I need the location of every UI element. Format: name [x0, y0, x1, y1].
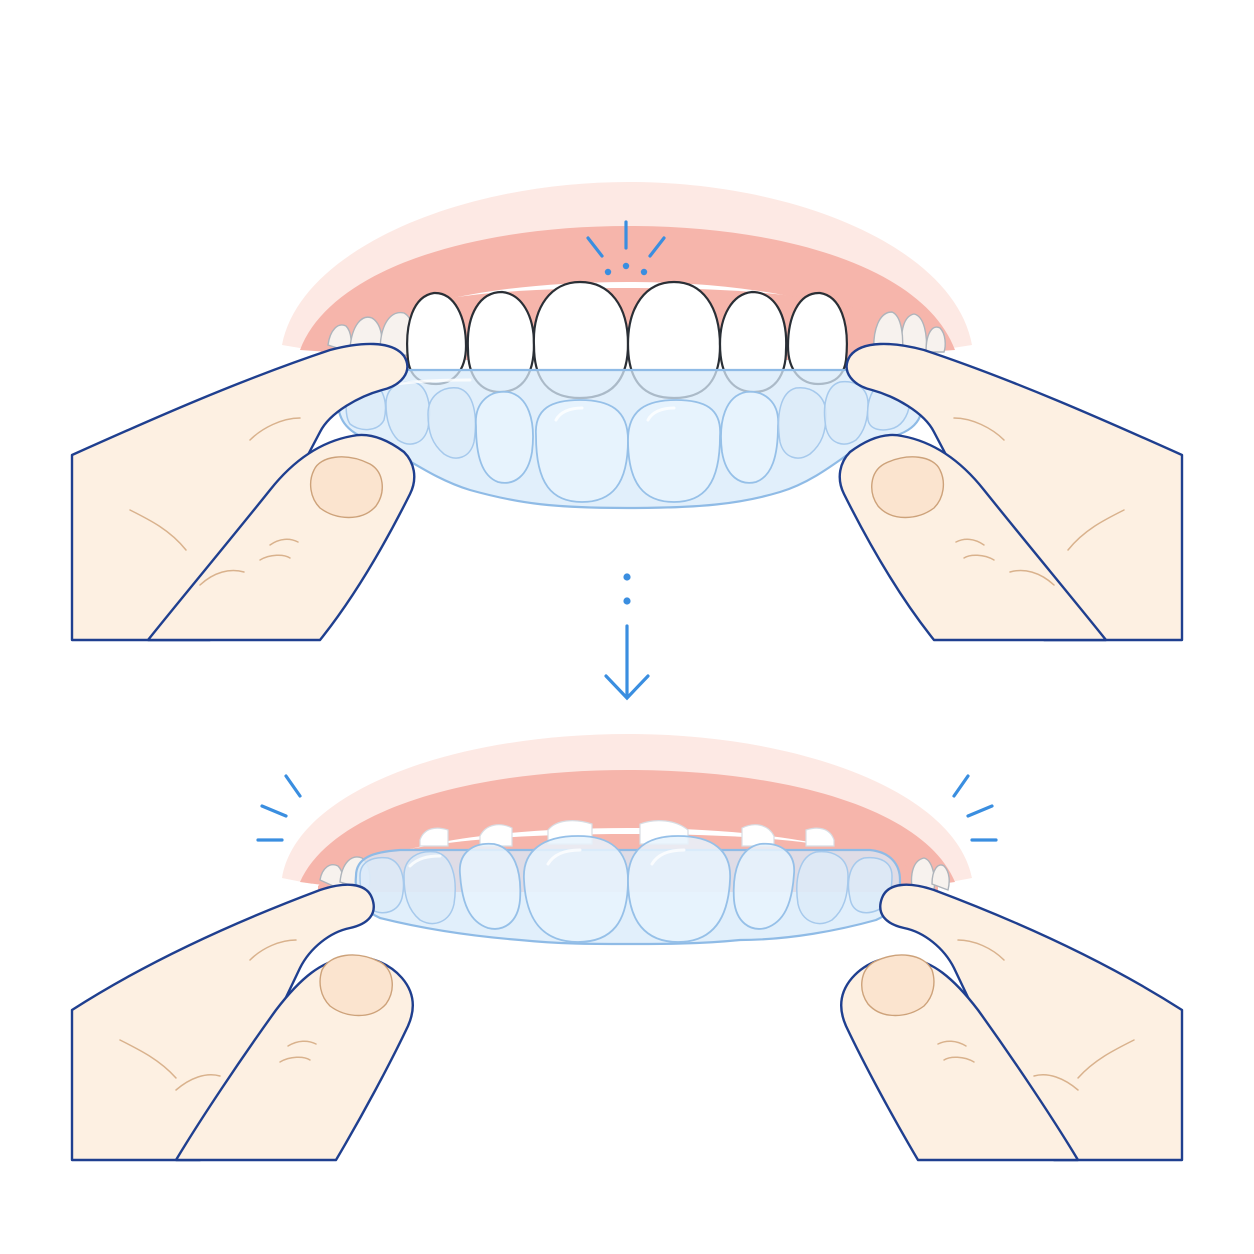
left-hand-after — [70, 883, 414, 1162]
sparkle-lines-icon-left — [256, 774, 302, 842]
panel-after — [70, 734, 1184, 1162]
aligner-tray-seated — [354, 835, 902, 946]
panel-before — [70, 182, 1184, 642]
down-arrow-icon — [604, 573, 650, 701]
sparkle-lines-icon — [586, 220, 666, 276]
right-hand-before — [838, 342, 1184, 642]
left-hand-before — [70, 342, 416, 642]
aligner-tray — [336, 368, 924, 510]
sparkle-lines-icon-right — [952, 774, 998, 842]
upper-teeth — [327, 280, 946, 400]
right-hand-after — [840, 883, 1184, 1162]
